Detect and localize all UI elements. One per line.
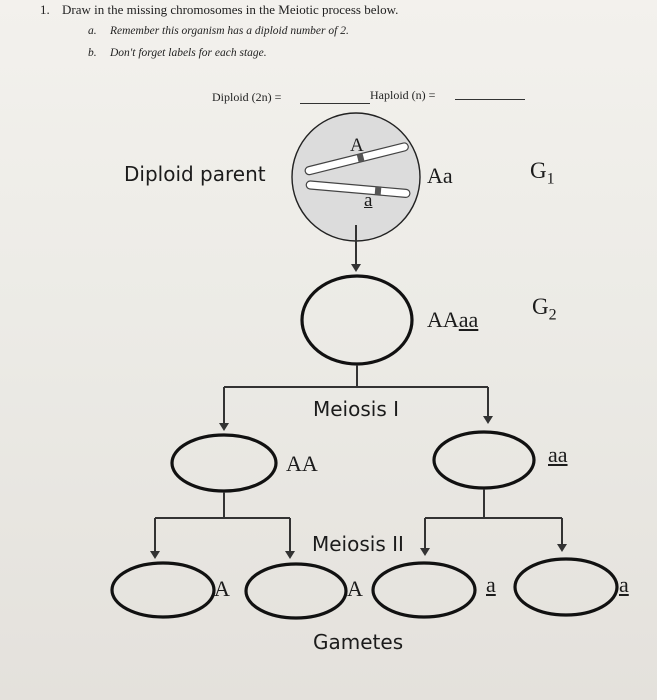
left-daughter-cell [170, 433, 278, 493]
chromosome-upper [304, 142, 409, 176]
g2-stage-sub: 2 [548, 306, 557, 324]
gamete-cell-4 [513, 557, 619, 617]
g2-genotype: AAaa [427, 307, 478, 333]
item-a-letter: a. [88, 25, 97, 37]
diploid-blank[interactable] [300, 103, 370, 104]
chromosome-lower [305, 180, 411, 198]
chromosome-label-upper: A [350, 135, 364, 156]
meiosis-1-label: Meiosis I [313, 397, 400, 421]
haploid-label: Haploid (n) = [370, 88, 436, 102]
gamete-3-genotype: a [486, 572, 496, 597]
gamete-cell-1 [110, 561, 216, 619]
g1-stage-label: G1 [530, 158, 555, 189]
parent-cell [291, 112, 421, 242]
diploid-label: Diploid (2n) = [212, 90, 282, 104]
chromosome-label-lower: a [364, 190, 373, 211]
g2-stage-letter: G [532, 294, 549, 319]
g2-stage-label: G2 [532, 294, 557, 325]
item-a-text: Remember this organism has a diploid num… [110, 25, 349, 37]
gamete-2-genotype: A [347, 576, 363, 601]
g1-genotype: Aa [427, 163, 453, 188]
gamete-1-genotype: A [214, 576, 230, 601]
gamete-4-genotype: a [619, 572, 629, 597]
diploid-parent-label: Diploid parent [124, 162, 266, 186]
haploid-blank[interactable] [455, 99, 525, 100]
gametes-label: Gametes [313, 630, 404, 654]
g1-stage-letter: G [530, 158, 547, 183]
right-cell-genotype: aa [548, 442, 568, 467]
question-text: Draw in the missing chromosomes in the M… [62, 2, 399, 17]
g1-stage-sub: 1 [546, 170, 555, 188]
question-number: 1. [40, 2, 50, 17]
item-b-letter: b. [88, 47, 97, 59]
g2-genotype-upper: AA [427, 307, 459, 332]
right-daughter-cell [432, 430, 536, 490]
g2-genotype-lower: aa [458, 307, 479, 332]
left-cell-genotype: AA [286, 451, 318, 476]
gamete-cell-3 [371, 561, 477, 619]
g2-cell [300, 274, 414, 366]
gamete-cell-2 [244, 562, 348, 620]
meiosis-2-label: Meiosis II [312, 532, 404, 556]
item-b-text: Don't forget labels for each stage. [110, 47, 267, 59]
